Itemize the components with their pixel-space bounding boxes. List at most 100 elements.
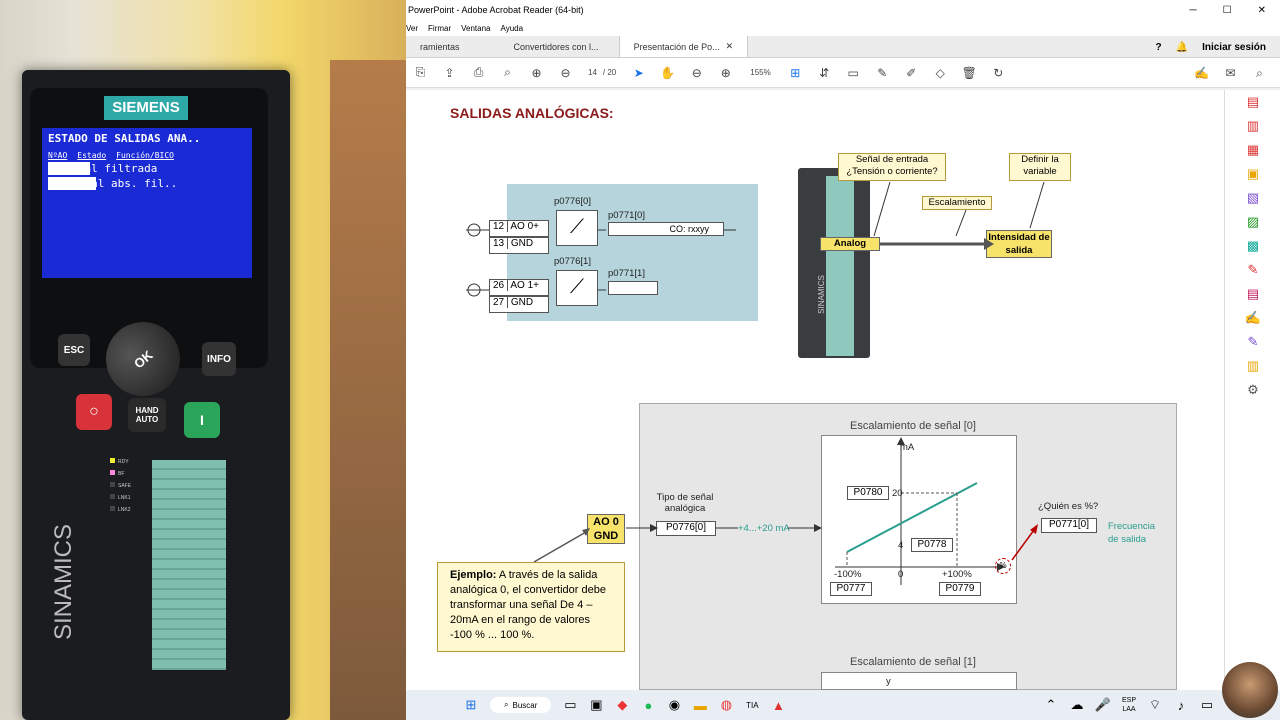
page-up-icon[interactable]: ⊕ [531,65,542,80]
delete-icon[interactable]: 🗑 [961,65,977,80]
right-tools-panel: ▤ ▥ ▦ ▣ ▧ ▨ ▩ ✎ ▤ ✍ ✎ ▥ ⚙ [1224,90,1280,690]
more-tools-icon[interactable]: ⚙ [1247,382,1259,397]
zoom-out-icon[interactable]: ⊖ [691,65,702,80]
callout-definir: Definir la variable [1009,153,1071,181]
tab-herramientas[interactable]: ramientas [420,41,460,52]
compress-icon[interactable]: ▩ [1246,238,1260,253]
document-viewer[interactable]: SALIDAS ANALÓGICAS: 12 AO 0+ 13 GND 26 A… [406,90,1224,690]
vent-grille [152,460,226,670]
redact-icon[interactable]: ✎ [1247,262,1259,277]
edit-pdf-icon[interactable]: ▦ [1246,142,1260,157]
terminal-gnd0: 13 GND [489,237,549,254]
menu-ventana[interactable]: Ventana [461,23,491,33]
rotate-icon[interactable]: ↻ [993,65,1004,80]
find-icon[interactable]: ⌕ [504,65,511,79]
comment-tool-icon[interactable]: ▣ [1246,166,1260,181]
acrobat-icon[interactable]: ▲ [771,697,785,713]
terminal-gnd1: 27 GND [489,296,549,313]
fit-icon[interactable]: ⊞ [790,65,801,80]
protect-icon[interactable]: ▤ [1246,286,1260,301]
sign-icon[interactable]: ✍ [1194,66,1209,80]
save-icon[interactable]: ⎘ [415,65,426,79]
search-icon[interactable]: ⌕ [1256,65,1263,80]
menu-firmar[interactable]: Firmar [428,23,452,33]
y-axis-label: mA [900,442,915,453]
tia-portal-icon[interactable]: TIA [746,700,759,710]
cloud-icon[interactable]: ☁ [1070,697,1084,712]
lcd-header: Función/BICO [116,151,174,160]
param-p0779: P0779 [939,582,981,596]
email-icon[interactable]: ✉ [1225,66,1236,80]
acrobat-window: PowerPoint - Adobe Acrobat Reader (64-bi… [406,0,1280,690]
combine-icon[interactable]: ▧ [1246,190,1260,205]
battery-icon[interactable]: ▭ [1200,697,1214,712]
wifi-icon[interactable]: ⌔ [1148,697,1162,712]
chrome-icon[interactable]: ◍ [720,697,733,712]
terminal-ao0: 12 AO 0+ [489,220,549,237]
bell-icon[interactable]: 🔔 [1175,41,1189,53]
page-indicator[interactable]: 14/ 20 [588,68,617,77]
menu-ver[interactable]: Ver [406,23,419,33]
select-icon[interactable]: ➤ [633,65,644,80]
maximize-icon[interactable]: ☐ [1222,4,1232,16]
file-explorer-icon[interactable]: ▬ [693,697,707,713]
tab-close-icon[interactable]: ✕ [725,41,734,51]
mic-icon[interactable]: 🎤 [1094,697,1112,712]
create-pdf-icon[interactable]: ▥ [1246,118,1260,133]
export-pdf-icon[interactable]: ▤ [1246,94,1260,109]
lcd-cell: 0.007mA [48,177,97,190]
lcd-row: 0 0.045V U_sal filtrada [48,162,246,175]
app-icon[interactable]: ▣ [590,697,603,712]
request-sign-icon[interactable]: ✎ [1247,334,1259,349]
tab-convertidores[interactable]: Convertidores con l... [513,41,599,52]
tick-zero: 0 [898,569,904,580]
help-icon[interactable]: ? [1155,41,1162,53]
hand-icon[interactable]: ✋ [660,65,676,80]
pdf-page: SALIDAS ANALÓGICAS: 12 AO 0+ 13 GND 26 A… [406,90,1224,690]
scaling-chart-1 [821,672,1017,690]
title-bar: PowerPoint - Adobe Acrobat Reader (64-bi… [406,0,1280,20]
zoom-in-icon[interactable]: ⊕ [720,65,731,80]
tray-chevron-icon[interactable]: ⌃ [1045,697,1057,712]
param-p0771-1: p0771[1] [608,268,645,279]
scroll-icon[interactable]: ⇵ [819,65,830,80]
print-icon[interactable]: ⎙ [473,65,484,79]
lcd-screen: ESTADO DE SALIDAS ANA.. NºAO Estado Func… [42,128,252,278]
model-label: SINAMICS [50,523,77,640]
stamp-icon[interactable]: ◇ [935,65,945,80]
webcam-avatar [1222,662,1278,718]
page-down-icon[interactable]: ⊖ [560,65,571,80]
share-icon[interactable]: ⇪ [444,65,455,80]
lcd-headers: NºAO Estado Función/BICO [48,151,246,160]
scaling-block-1: ⟋ [556,270,598,306]
comment-icon[interactable]: ▭ [847,65,859,80]
scaling-chart-0 [821,435,1017,604]
app-red-icon[interactable]: ◆ [617,697,628,712]
menu-ayuda[interactable]: Ayuda [500,23,524,33]
highlight-icon[interactable]: ✎ [877,65,888,80]
signin-button[interactable]: Iniciar sesión [1202,41,1266,53]
draw-icon[interactable]: ✐ [906,65,917,80]
scaling-title-0: Escalamiento de señal [0] [850,420,976,432]
scan-icon[interactable]: ▥ [1246,358,1260,373]
brand-logo: SIEMENS [104,96,188,120]
param-p0776-0: p0776[0] [554,196,591,207]
param-p0777: P0777 [830,582,872,596]
fill-sign-icon[interactable]: ✍ [1244,310,1262,325]
taskview-icon[interactable]: ▭ [564,697,577,712]
search-icon: ⌕ [504,700,509,709]
app-circle-icon[interactable]: ◉ [668,697,681,712]
spotify-icon[interactable]: ● [644,697,653,713]
y-label-1: y [886,676,891,687]
tab-presentacion[interactable]: Presentación de Po...✕ [618,36,749,57]
start-icon[interactable]: ⊞ [465,697,477,712]
taskbar-search[interactable]: ⌕Buscar [490,697,552,713]
scaling-plot [835,437,1005,585]
zoom-select[interactable]: 155% [750,68,771,77]
close-icon[interactable]: ✕ [1257,4,1266,16]
organize-icon[interactable]: ▨ [1246,214,1260,229]
volume-icon[interactable]: ♪ [1177,697,1185,713]
minimize-icon[interactable]: ─ [1189,4,1197,16]
module-vent [826,176,854,356]
